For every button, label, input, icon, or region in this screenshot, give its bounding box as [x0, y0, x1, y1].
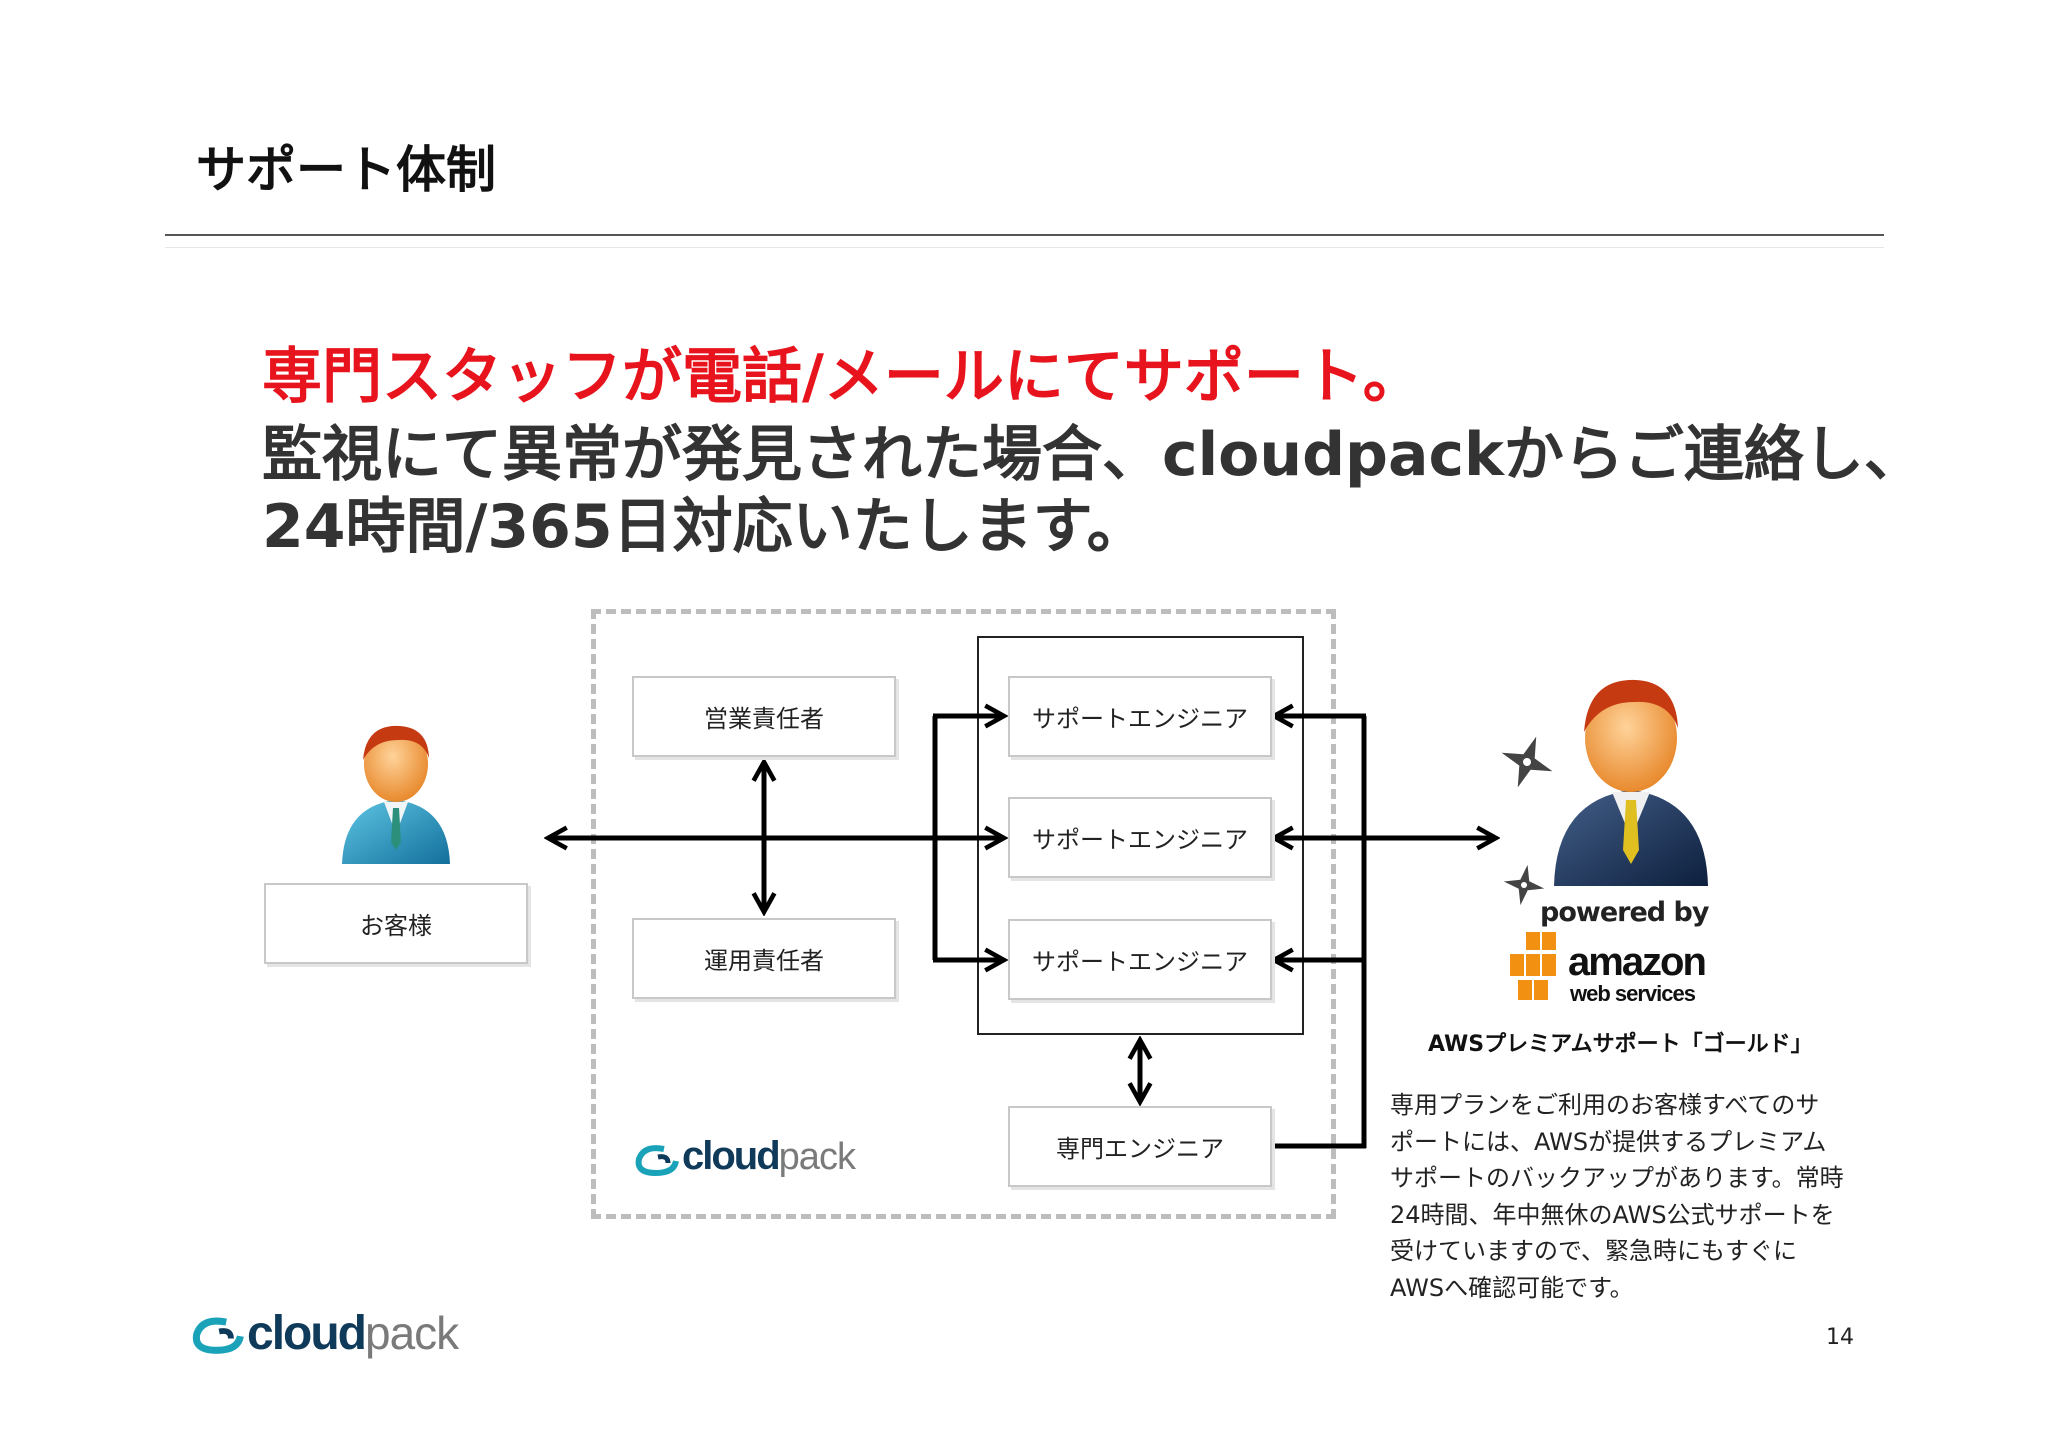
aws-description-line: ポートには、AWSが提供するプレミアム	[1390, 1127, 1827, 1156]
lead-line-2: 監視にて異常が発見された場合、cloudpackからご連絡し、	[262, 420, 1924, 490]
support-engineer-box-1: サポートエンジニア	[1008, 676, 1272, 757]
ops-manager-box: 運用責任者	[632, 918, 896, 999]
cloudpack-group-logo: cloudpack	[682, 1134, 856, 1179]
aws-support-description: 専用プランをご利用のお客様すべてのサ ポートには、AWSが提供するプレミアム サ…	[1390, 1087, 1870, 1306]
page-title: サポート体制	[196, 141, 496, 199]
aws-description-line: AWSへ確認可能です。	[1390, 1273, 1634, 1302]
support-engineer-box-3: サポートエンジニア	[1008, 919, 1272, 1000]
aws-support-heading: AWSプレミアムサポート「ゴールド」	[1428, 1032, 1813, 1057]
cloudpack-swirl-icon	[192, 1317, 244, 1354]
logo-cloud-text: cloud	[682, 1134, 781, 1178]
shuriken-icon	[1503, 864, 1545, 906]
aws-description-line: 専用プランをご利用のお客様すべてのサ	[1390, 1091, 1820, 1119]
logo-cloud-text: cloud	[247, 1307, 367, 1360]
sales-manager-box: 営業責任者	[632, 676, 896, 757]
support-engineer-box-2: サポートエンジニア	[1008, 797, 1272, 878]
customer-label-box: お客様	[264, 883, 528, 964]
aws-description-line: サポートのバックアップがあります。常時	[1390, 1164, 1844, 1192]
footer-cloudpack-logo: cloudpack	[247, 1306, 459, 1361]
lead-line-3: 24時間/365日対応いたします。	[262, 492, 1147, 562]
specialist-engineer-box: 専門エンジニア	[1008, 1106, 1272, 1187]
title-divider-shadow	[165, 247, 1884, 248]
logo-pack-text: pack	[778, 1136, 856, 1178]
page-number: 14	[1826, 1325, 1854, 1350]
aws-cubes-logo-icon	[1510, 932, 1556, 1000]
logo-pack-text: pack	[365, 1307, 459, 1359]
aws-description-line: 受けていますので、緊急時にもすぐに	[1390, 1237, 1798, 1265]
cloudpack-group-frame	[591, 609, 1336, 1219]
aws-person-icon	[1554, 679, 1708, 886]
cloudpack-swirl-icon	[635, 1145, 679, 1177]
customer-person-icon	[342, 725, 450, 864]
aws-powered-by-text: powered by	[1540, 897, 1709, 928]
shuriken-icon	[1501, 736, 1553, 788]
aws-description-line: 24時間、年中無休のAWS公式サポートを	[1390, 1200, 1835, 1229]
title-divider	[165, 234, 1884, 236]
aws-web-services-text: web services	[1570, 981, 1696, 1006]
aws-amazon-text: amazon	[1568, 940, 1707, 984]
lead-headline: 専門スタッフが電話/メールにてサポート。	[262, 342, 1423, 412]
